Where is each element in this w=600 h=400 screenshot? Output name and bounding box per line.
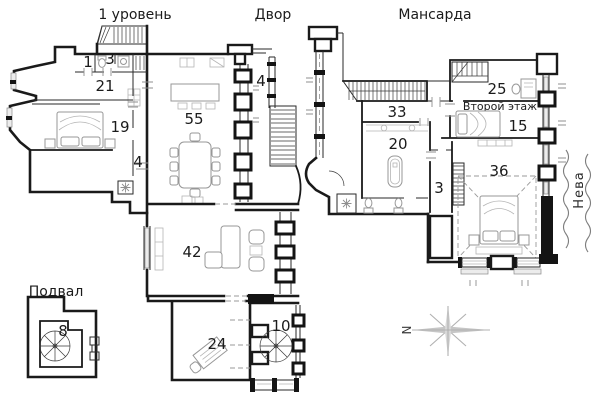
stair-25-icon [451, 61, 489, 83]
north-label: N [400, 326, 414, 335]
room-label-19: 19 [110, 118, 129, 136]
room-label-24: 24 [207, 335, 226, 353]
room-label-1: 1 [83, 53, 93, 71]
light-symbol-icon [117, 180, 134, 195]
room-label-3m: 3 [434, 179, 444, 197]
entrance-stair-icon [96, 25, 148, 45]
room-label-55: 55 [184, 110, 203, 128]
bathtub-20-icon [387, 155, 403, 188]
basement-plan [26, 295, 100, 379]
room-label-33: 33 [387, 103, 406, 121]
river-neva: Нева [562, 149, 592, 253]
room-label-42: 42 [182, 243, 201, 261]
stairhall-10 [250, 305, 306, 378]
label-second-floor: Второй этаж [463, 100, 537, 113]
colonnade-55 [233, 64, 259, 202]
room-label-25: 25 [487, 80, 506, 98]
desk-24-icon [189, 336, 228, 374]
colonnade-42 [274, 212, 296, 294]
basement-window-icon [89, 336, 100, 361]
dining-table-icon [169, 132, 221, 198]
room-label-3: 3 [105, 50, 115, 68]
room-label-15: 15 [508, 117, 527, 135]
windows-36-south [426, 254, 554, 286]
title-mansard: Мансарда [398, 7, 471, 23]
shower-light-icon [336, 193, 357, 214]
bed-15-icon [455, 110, 501, 138]
sofa-42-icon [154, 225, 265, 272]
mansard-plan [304, 25, 566, 286]
room-label-20: 20 [388, 135, 407, 153]
room-label-36: 36 [489, 162, 508, 180]
bed-19-icon [44, 111, 116, 149]
kitchen-island-icon [170, 57, 225, 110]
room-labels: 1 3 21 19 55 4 4 42 24 10 8 33 25 15 20 … [58, 50, 527, 353]
wardrobe-20-icon [366, 124, 428, 132]
level1-plan [6, 24, 306, 392]
left-facade-glazing [306, 51, 325, 158]
closet-36-icon [428, 214, 454, 260]
spiral-stair-10-icon [259, 329, 293, 363]
bed-36-icon [468, 195, 530, 255]
courtyard-stair-icon [269, 105, 297, 167]
wc-fixtures-icon [97, 55, 130, 68]
room-label-8: 8 [58, 322, 68, 340]
river-label: Нева [572, 171, 587, 208]
title-courtyard: Двор [255, 7, 292, 23]
courtyard [226, 43, 302, 206]
desk-25-icon [511, 78, 537, 99]
compass-rose: N [400, 306, 490, 356]
stair-33-icon [342, 80, 428, 102]
lobby-stair-icon [135, 56, 145, 70]
room-label-21: 21 [95, 77, 114, 95]
porch [250, 378, 299, 392]
wc-fixtures-mansard-icon [363, 197, 404, 214]
ladder-hatch-icon [452, 162, 465, 206]
title-level1: 1 уровень [98, 7, 171, 23]
chimney-icon [307, 25, 339, 41]
spiral-stair-8-icon [39, 330, 71, 362]
room-label-4-lobby: 4 [133, 153, 143, 171]
room-label-4-terrace: 4 [256, 72, 266, 90]
neva-facade [535, 52, 566, 264]
room-label-10: 10 [271, 317, 290, 335]
